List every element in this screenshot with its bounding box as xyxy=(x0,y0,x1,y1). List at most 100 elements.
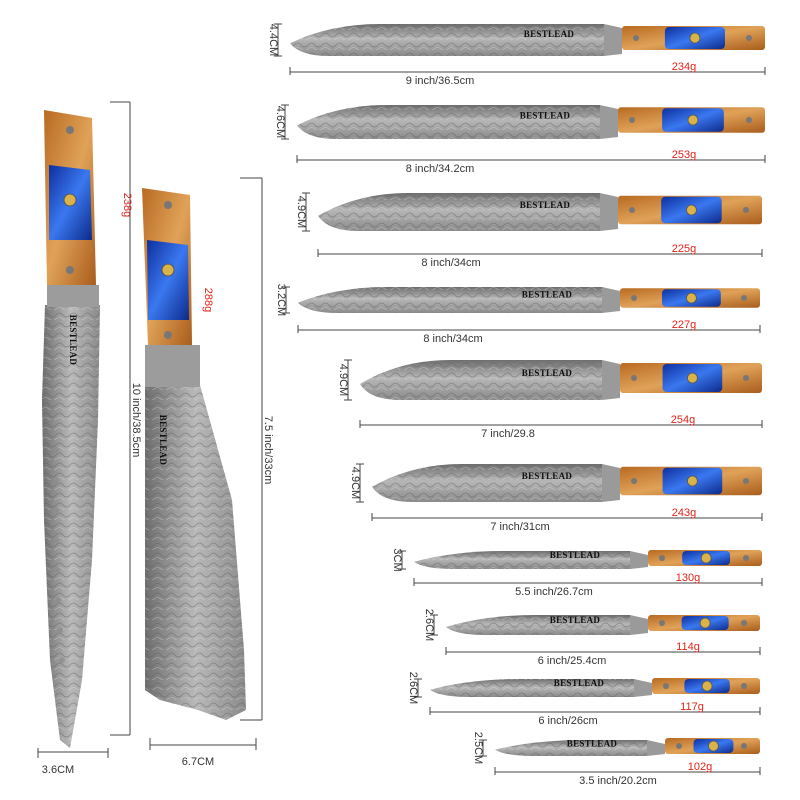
hammered-dimples xyxy=(53,447,65,663)
knife-row-k9: BESTLEAD 6 inch/26cm 2.6CM 117g xyxy=(407,672,761,727)
brand-text: BESTLEAD xyxy=(520,111,571,121)
length-label: 8 inch/34.2cm xyxy=(406,163,474,175)
rivet xyxy=(746,117,752,123)
cleaver-length-label: 7.5 inch/33cm xyxy=(262,416,274,484)
brand-text: BESTLEAD xyxy=(567,738,618,748)
cleaver-width-label: 6.7CM xyxy=(182,756,214,768)
weight-label: 243g xyxy=(672,507,696,519)
emblem xyxy=(687,114,699,126)
weight-label: 225g xyxy=(672,243,696,255)
rivet xyxy=(631,478,637,484)
length-dimension-line xyxy=(413,578,763,586)
brand-text: BESTLEAD xyxy=(554,678,605,688)
length-dimension-line xyxy=(371,513,763,521)
rivet xyxy=(676,743,682,749)
bolster xyxy=(604,24,622,56)
length-label: 5.5 inch/26.7cm xyxy=(515,586,593,598)
butcher-length-label: 10 inch/38.5cm xyxy=(130,383,142,458)
cleaver-weight-label: 288g xyxy=(202,288,214,312)
emblem xyxy=(708,740,719,752)
weight-label: 253g xyxy=(672,149,696,161)
butcher-knife: BESTLEAD xyxy=(42,110,100,748)
damascus-pattern xyxy=(446,615,630,635)
bolster xyxy=(630,551,648,569)
length-dimension-line xyxy=(445,647,761,655)
bolster xyxy=(600,105,618,139)
rivet xyxy=(741,620,747,626)
brand-text: BESTLEAD xyxy=(524,29,575,39)
width-label: 4.4CM xyxy=(267,24,279,56)
width-dimension-line xyxy=(274,23,282,57)
brand-text: BESTLEAD xyxy=(522,289,573,299)
width-dimension-line xyxy=(302,192,310,232)
brand-text: BESTLEAD xyxy=(520,200,571,210)
bolster xyxy=(630,615,648,635)
brand-text: BESTLEAD xyxy=(522,471,573,481)
rivet xyxy=(631,295,637,301)
bolster xyxy=(647,740,665,756)
weight-label: 114g xyxy=(676,641,700,653)
vertical-dimensions xyxy=(37,101,263,758)
length-dimension-line xyxy=(429,707,761,715)
width-dimension-line xyxy=(398,550,406,570)
rivet xyxy=(629,207,635,213)
butcher-width-label: 3.6CM xyxy=(42,764,74,776)
width-label: 2.5CM xyxy=(472,732,484,764)
rivet xyxy=(741,743,747,749)
rivet xyxy=(629,117,635,123)
damascus-pattern xyxy=(372,464,602,502)
length-dimension-line xyxy=(297,325,761,333)
damascus-pattern xyxy=(414,551,630,569)
length-dimension-line xyxy=(359,420,763,428)
weight-label: 227g xyxy=(672,319,696,331)
length-label: 7 inch/29.8 xyxy=(481,428,535,440)
length-label: 6 inch/26cm xyxy=(538,715,597,727)
width-label: 4.9CM xyxy=(295,196,307,228)
width-label: 2.6CM xyxy=(407,672,419,704)
width-dimension-line xyxy=(414,678,422,698)
emblem xyxy=(699,617,711,629)
rivet xyxy=(631,375,637,381)
emblem xyxy=(701,680,713,692)
length-label: 3.5 inch/20.2cm xyxy=(579,775,657,787)
length-dimension-line xyxy=(317,249,763,257)
knife-row-k4: BESTLEAD 8 inch/34cm 3.2CM 227g xyxy=(275,284,761,345)
width-label: 4.6CM xyxy=(274,106,286,138)
width-dimension-line xyxy=(281,104,289,140)
damascus-pattern xyxy=(290,24,604,56)
damascus-pattern xyxy=(495,740,647,756)
weight-label: 254g xyxy=(671,414,695,426)
butcher-brand-text: BESTLEAD xyxy=(68,315,78,366)
weight-label: 102g xyxy=(688,761,712,773)
cleaver-brand-text: BESTLEAD xyxy=(158,415,168,466)
emblem xyxy=(700,552,712,564)
width-label: 3.2CM xyxy=(275,284,287,316)
width-label: 4.9CM xyxy=(349,467,361,499)
rivet xyxy=(746,35,752,41)
rivet xyxy=(743,555,749,561)
bolster xyxy=(602,360,620,400)
width-dimension-line xyxy=(430,614,438,636)
bolster xyxy=(602,464,620,502)
width-dimension-line xyxy=(356,463,364,503)
rivet xyxy=(741,683,747,689)
rivet xyxy=(659,620,665,626)
weight-label: 117g xyxy=(680,701,704,713)
length-label: 8 inch/34cm xyxy=(423,333,482,345)
knife-row-k2: BESTLEAD 8 inch/34.2cm 4.6CM 253g xyxy=(274,104,766,175)
knife-row-k3: BESTLEAD 8 inch/34cm 4.9CM 225g xyxy=(295,192,763,269)
rivet xyxy=(663,683,669,689)
knife-row-k10: BESTLEAD 3.5 inch/20.2cm 2.5CM 102g xyxy=(472,732,761,787)
bolster xyxy=(602,287,620,313)
emblem xyxy=(686,204,697,216)
damascus-pattern xyxy=(297,105,600,139)
emblem xyxy=(687,475,698,487)
length-label: 8 inch/34cm xyxy=(421,257,480,269)
width-label: 3CM xyxy=(391,548,403,571)
weight-label: 234g xyxy=(672,61,696,73)
